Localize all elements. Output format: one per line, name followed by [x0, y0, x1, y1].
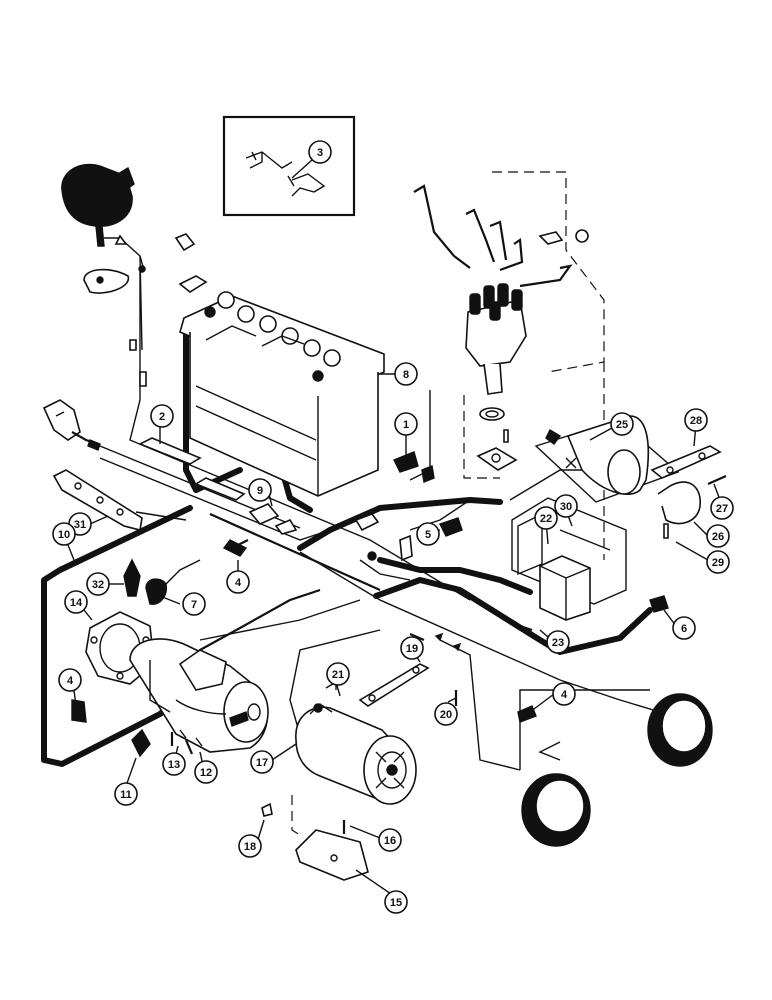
callout-2: 2	[150, 404, 174, 428]
svg-text:22: 22	[540, 513, 552, 525]
inset-box-brackets	[222, 115, 356, 217]
callout-30: 30	[554, 494, 578, 518]
callout-23: 23	[546, 630, 570, 654]
ignition-coil	[534, 415, 680, 503]
callout-11: 11	[114, 782, 138, 806]
callout-4-right: 4	[552, 682, 576, 706]
svg-text:25: 25	[616, 419, 628, 431]
callout-26: 26	[706, 524, 730, 548]
callout-18: 18	[238, 834, 262, 858]
svg-text:4: 4	[235, 577, 242, 589]
callout-1: 1	[394, 412, 418, 436]
svg-text:19: 19	[406, 643, 418, 655]
svg-text:9: 9	[257, 485, 263, 497]
svg-text:7: 7	[191, 599, 197, 611]
callout-12: 12	[194, 760, 218, 784]
svg-text:16: 16	[384, 835, 396, 847]
svg-text:4: 4	[67, 675, 74, 687]
battery	[179, 291, 385, 497]
callout-labels: 3 8 2 1 9 31 10 5 32 4 7 14 25 28 27 26 …	[52, 140, 734, 914]
callout-4-left: 4	[58, 668, 82, 692]
svg-text:4: 4	[561, 689, 568, 701]
callout-28: 28	[684, 408, 708, 432]
svg-text:11: 11	[120, 789, 132, 801]
callout-32: 32	[86, 572, 110, 596]
callout-15: 15	[384, 890, 408, 914]
svg-text:23: 23	[552, 637, 564, 649]
callout-7: 7	[182, 592, 206, 616]
generator-brace	[358, 663, 458, 707]
wire-clips-top	[174, 233, 208, 293]
callout-20: 20	[434, 702, 458, 726]
svg-text:31: 31	[74, 519, 86, 531]
callout-29: 29	[706, 550, 730, 574]
callout-10: 10	[52, 522, 76, 546]
callout-25: 25	[610, 412, 634, 436]
callout-27: 27	[710, 496, 734, 520]
small-connectors-left	[71, 539, 248, 723]
svg-text:3: 3	[317, 147, 323, 159]
callout-21: 21	[326, 662, 350, 686]
svg-text:2: 2	[159, 411, 165, 423]
svg-text:17: 17	[256, 757, 268, 769]
distributor-cap-posts	[469, 283, 523, 321]
misc-connectors	[135, 437, 669, 727]
callout-5: 5	[416, 522, 440, 546]
ignition-switch	[42, 399, 101, 451]
svg-text:13: 13	[168, 759, 180, 771]
headlight	[61, 163, 147, 387]
callout-3: 3	[308, 140, 332, 164]
svg-text:6: 6	[681, 623, 687, 635]
callout-14: 14	[64, 590, 88, 614]
callout-6: 6	[672, 616, 696, 640]
battery-caps	[204, 291, 341, 382]
svg-text:5: 5	[425, 529, 431, 541]
coil-clamp-parts	[650, 445, 727, 539]
callout-16: 16	[378, 828, 402, 852]
harness-clip-strip	[52, 469, 143, 531]
generator	[261, 680, 417, 834]
callout-9: 9	[248, 478, 272, 502]
callout-22: 22	[534, 506, 558, 530]
mounting-bracket	[295, 829, 369, 881]
svg-text:12: 12	[200, 767, 212, 779]
svg-text:1: 1	[403, 419, 409, 431]
svg-text:32: 32	[92, 579, 104, 591]
svg-text:29: 29	[712, 557, 724, 569]
svg-text:10: 10	[58, 529, 70, 541]
callout-17: 17	[250, 750, 274, 774]
svg-text:30: 30	[560, 501, 572, 513]
svg-text:18: 18	[244, 841, 256, 853]
callout-8: 8	[394, 362, 418, 386]
rear-lamp-right	[647, 693, 713, 767]
rear-lamp-left	[521, 773, 591, 847]
starter-motor	[129, 638, 269, 758]
voltage-regulator	[511, 497, 627, 632]
callout-4-upper: 4	[226, 570, 250, 594]
svg-text:21: 21	[332, 669, 344, 681]
callout-13: 13	[162, 752, 186, 776]
svg-text:26: 26	[712, 531, 724, 543]
svg-text:8: 8	[403, 369, 409, 381]
svg-text:27: 27	[716, 503, 728, 515]
svg-text:15: 15	[390, 897, 402, 909]
svg-text:28: 28	[690, 415, 702, 427]
svg-text:14: 14	[70, 597, 83, 609]
callout-19: 19	[400, 636, 424, 660]
distributor	[413, 184, 589, 471]
svg-text:20: 20	[440, 709, 452, 721]
